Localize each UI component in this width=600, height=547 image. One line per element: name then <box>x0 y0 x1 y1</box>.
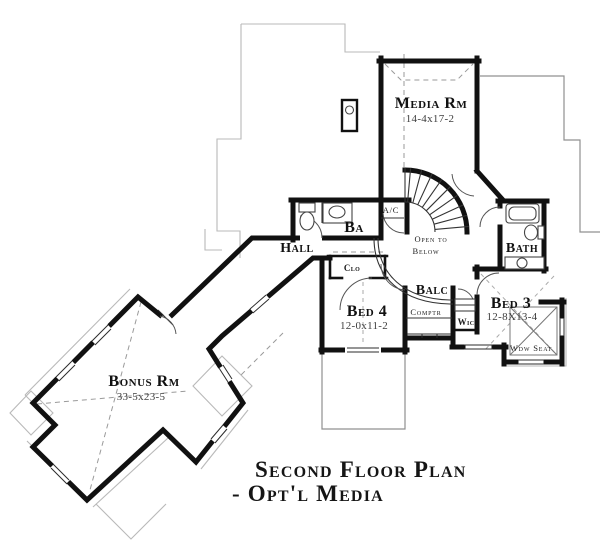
wdw-seat-label: Wdw Seat <box>510 343 552 353</box>
walls-bonus-wing <box>29 255 333 504</box>
roof-outlines <box>9 23 600 540</box>
wic-label: Wic <box>458 317 475 327</box>
windows <box>49 234 565 485</box>
open-below-line1: Open to <box>414 234 447 244</box>
bed3-dim: 12-8X13-4 <box>487 311 538 323</box>
bonus-room-label: Bonus Rm <box>108 373 179 390</box>
labels: Media Rm 14-4x17-2 Bonus Rm 33-5x23-5 Be… <box>108 95 552 403</box>
plan-title: Second Floor Plan - Opt'l Media <box>232 457 466 506</box>
ac-label: A/C <box>383 205 400 215</box>
open-below-rail <box>373 237 453 305</box>
open-below-line2: Below <box>413 246 440 256</box>
clo-label: Clo <box>344 263 360 273</box>
tub <box>505 203 540 224</box>
bed3-label: Bed 3 <box>491 295 531 312</box>
media-room-label: Media Rm <box>395 95 468 112</box>
window-seat <box>509 306 558 356</box>
media-room-dim: 14-4x17-2 <box>406 113 455 125</box>
flue <box>340 98 359 133</box>
hall-label: Hall <box>280 241 313 256</box>
balc-label: Balc <box>416 283 448 298</box>
ba-label: Ba <box>344 219 364 236</box>
bed4-dim: 12-0x11-2 <box>340 320 388 332</box>
staircase <box>373 167 470 305</box>
fixtures <box>298 98 558 356</box>
vanity-bath <box>504 256 545 270</box>
bed4-label: Bed 4 <box>347 303 387 320</box>
bonus-room-dim: 33-5x23-5 <box>117 391 166 403</box>
comptr-label: Comptr <box>410 307 441 317</box>
sink-ba <box>321 202 353 224</box>
stair-treads <box>404 168 469 230</box>
toilet-ba <box>298 202 316 231</box>
toilet-bath <box>523 224 545 241</box>
plan-title-line1: Second Floor Plan <box>255 457 466 482</box>
wic-shelf <box>454 298 476 312</box>
plan-title-line2: - Opt'l Media <box>232 481 384 506</box>
bath-label: Bath <box>506 241 538 256</box>
